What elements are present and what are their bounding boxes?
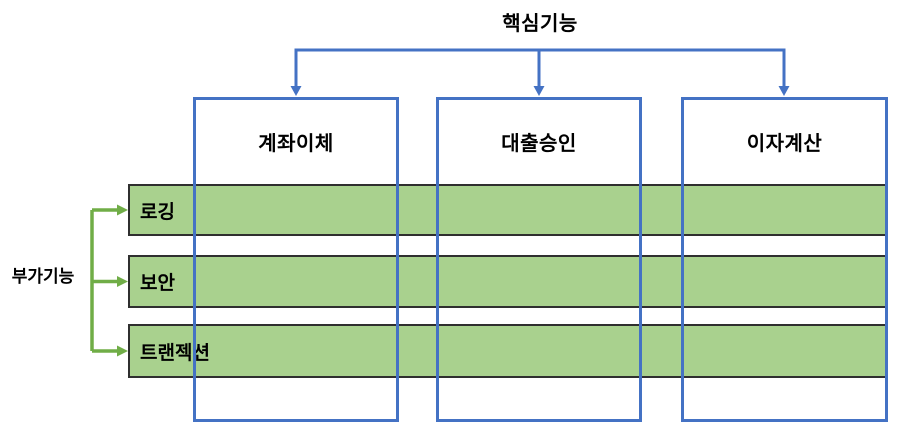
core-module-box-transfer: 계좌이체 [193,97,399,422]
aspect-bar-label: 트랜젝션 [140,342,210,364]
aspect-arrows [90,204,128,357]
core-module-title: 이자계산 [746,133,823,155]
aspect-bar-logging: 로깅 [128,184,887,236]
core-module-box-loan: 대출승인 [436,97,642,422]
side-functions-label: 부가기능 [11,267,75,286]
aspect-bar-label: 보안 [140,273,175,294]
core-module-title: 계좌이체 [258,133,334,155]
down-arrowhead-icon [533,86,545,96]
right-arrowhead-icon [117,345,128,357]
aspect-bar-security: 보안 [128,255,887,308]
aspect-bar-transaction: 트랜젝션 [128,324,887,378]
right-arrowhead-icon [117,276,128,287]
core-arrows [290,48,790,96]
right-arrowhead-icon [117,204,128,216]
core-functions-label: 핵심기능 [502,13,578,35]
down-arrowhead-icon [778,86,790,96]
aspect-bar-label: 로깅 [140,201,175,223]
down-arrowhead-icon [290,86,302,96]
core-module-box-interest: 이자계산 [681,97,888,422]
core-module-title: 대출승인 [501,133,577,155]
